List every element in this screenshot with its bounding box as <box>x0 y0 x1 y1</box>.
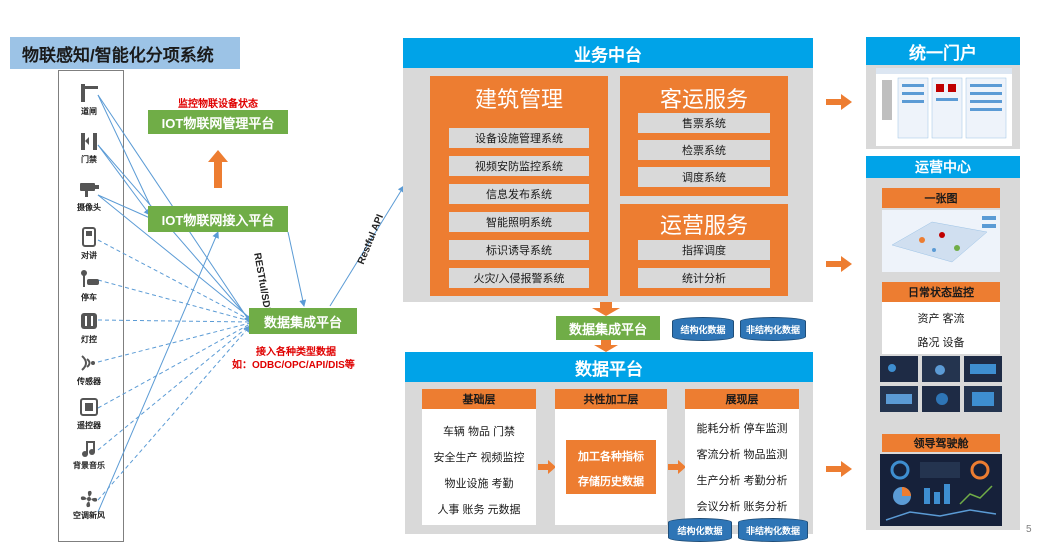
iot-access-platform: IOT物联网接入平台 <box>148 206 288 232</box>
passenger-item: 售票系统 <box>638 113 770 133</box>
light-control-icon <box>81 313 97 329</box>
sensor-icon <box>81 355 95 371</box>
door-access-icon <box>81 133 97 150</box>
device-intercom: 对讲 <box>64 226 114 264</box>
passenger-item: 检票系统 <box>638 140 770 160</box>
device-remote-control: 遥控器 <box>64 396 114 434</box>
camera-icon <box>80 183 99 197</box>
music-icon <box>82 441 95 457</box>
operation-item: 统计分析 <box>638 268 770 288</box>
one-map-title: 一张图 <box>882 188 1000 208</box>
structured-data-cylinder: 结构化数据 <box>672 317 734 341</box>
device-label: 道闸 <box>81 107 97 116</box>
building-item: 火灾/入侵报警系统 <box>449 268 589 288</box>
device-barrier-gate: 道闸 <box>64 82 114 120</box>
device-label: 门禁 <box>81 155 97 164</box>
base-layer-line: 安全生产 视频监控 <box>433 452 525 464</box>
operation-center-title: 运营中心 <box>866 156 1020 178</box>
unstructured-data-cylinder: 非结构化数据 <box>740 317 806 341</box>
iot-management-platform: IOT物联网管理平台 <box>148 110 288 134</box>
device-air-conditioning: 空调新风 <box>64 488 114 532</box>
daily-status-body <box>882 302 1000 354</box>
access-note-line2: 如：ODBC/OPC/API/DIS等 <box>232 360 355 371</box>
unified-portal-title: 统一门户 <box>866 37 1020 65</box>
left-section-title: 物联感知/智能化分项系统 <box>10 37 240 69</box>
device-panel <box>58 70 124 542</box>
device-camera: 摄像头 <box>64 178 114 216</box>
building-item: 智能照明系统 <box>449 212 589 232</box>
right-arrow-icon <box>668 460 686 474</box>
daily-status-line: 资产 客流 <box>917 313 965 325</box>
base-layer-line: 物业设施 考勤 <box>444 478 514 490</box>
base-layer-title: 基础层 <box>422 389 536 409</box>
operation-item: 指挥调度 <box>638 240 770 260</box>
fan-icon <box>80 490 98 508</box>
device-parking: 停车 <box>64 268 114 306</box>
common-layer-title: 共性加工层 <box>555 389 667 409</box>
building-item: 设备设施管理系统 <box>449 128 589 148</box>
display-layer-line: 生产分析 考勤分析 <box>696 475 788 487</box>
data-integration-platform: 数据集成平台 <box>556 316 660 340</box>
monitoring-thumbnails <box>880 356 1002 412</box>
device-sensor: 传感器 <box>64 352 114 390</box>
display-layer-line: 客流分析 物品监测 <box>696 449 788 461</box>
common-layer-line: 加工各种指标 <box>578 451 644 463</box>
down-arrow-icon <box>594 340 618 352</box>
leader-cockpit-thumbnail <box>880 454 1002 526</box>
portal-screenshot-thumbnail <box>876 68 1012 146</box>
device-label: 传感器 <box>77 377 101 386</box>
one-map-thumbnail <box>882 210 1000 272</box>
operation-service-title: 运营服务 <box>659 213 748 238</box>
right-arrow-icon <box>826 94 852 110</box>
down-arrow-icon <box>592 302 620 316</box>
monitor-note: 监控物联设备状态 <box>178 99 258 110</box>
right-arrow-icon <box>538 460 556 474</box>
building-item: 标识诱导系统 <box>449 240 589 260</box>
base-layer-body <box>422 409 536 525</box>
up-arrow-icon <box>208 150 228 188</box>
right-arrow-icon <box>826 256 852 272</box>
building-item: 视频安防监控系统 <box>449 156 589 176</box>
data-platform-title: 数据平台 <box>405 352 813 382</box>
remote-control-icon <box>80 398 98 416</box>
device-label: 停车 <box>81 293 97 302</box>
device-label: 灯控 <box>81 335 97 344</box>
display-layer-line: 会议分析 账务分析 <box>696 501 788 513</box>
building-management-title: 建筑管理 <box>474 87 563 112</box>
daily-status-line: 路况 设备 <box>917 337 965 349</box>
device-label: 对讲 <box>81 251 97 260</box>
page-number: 5 <box>1026 524 1032 535</box>
access-note-line1: 接入各种类型数据 <box>256 347 336 358</box>
base-layer-line: 车辆 物品 门禁 <box>442 426 516 438</box>
common-layer-line: 存储历史数据 <box>578 476 644 488</box>
base-layer-line: 人事 账务 元数据 <box>437 504 521 516</box>
device-label: 遥控器 <box>77 421 101 430</box>
building-item: 信息发布系统 <box>449 184 589 204</box>
device-music: 背景音乐 <box>64 438 114 482</box>
leader-cockpit-title: 领导驾驶舱 <box>882 434 1000 452</box>
parking-icon <box>81 270 99 287</box>
device-light-control: 灯控 <box>64 310 114 348</box>
intercom-icon <box>82 227 96 247</box>
passenger-item: 调度系统 <box>638 167 770 187</box>
unstructured-data-cylinder: 非结构化数据 <box>738 518 808 542</box>
passenger-service-title: 客运服务 <box>659 87 748 112</box>
barrier-gate-icon <box>81 84 98 102</box>
business-platform-title: 业务中台 <box>403 38 813 68</box>
device-label: 摄像头 <box>77 203 101 212</box>
data-integration-platform-left: 数据集成平台 <box>249 308 357 334</box>
daily-status-title: 日常状态监控 <box>882 282 1000 302</box>
display-layer-title: 展现层 <box>685 389 799 409</box>
device-label: 空调新风 <box>73 511 105 520</box>
structured-data-cylinder: 结构化数据 <box>668 518 732 542</box>
right-arrow-icon <box>826 461 852 477</box>
display-layer-line: 能耗分析 停车监测 <box>696 423 788 435</box>
common-layer-process-box <box>566 440 656 494</box>
display-layer-body <box>685 409 799 525</box>
device-door-access: 门禁 <box>64 130 114 168</box>
device-label: 背景音乐 <box>73 461 105 470</box>
